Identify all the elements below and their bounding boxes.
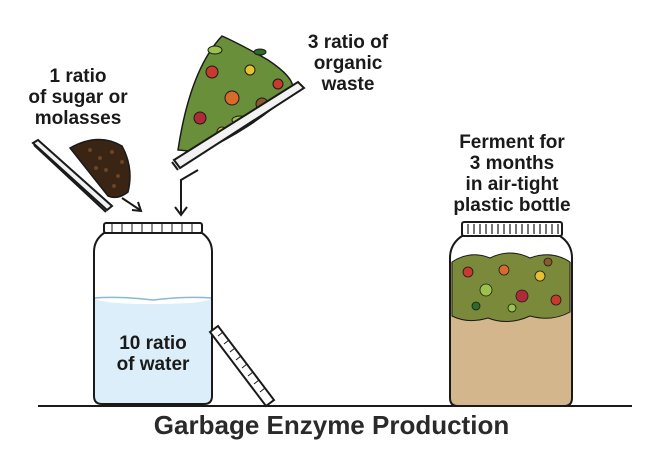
sugar-label: 1 ratio of sugar or molasses bbox=[18, 66, 138, 129]
ferment-label-line: 3 months bbox=[469, 153, 555, 174]
fermenting-waste-pieces bbox=[462, 257, 562, 313]
ferment-label-line: plastic bottle bbox=[453, 195, 571, 216]
water-jar bbox=[93, 222, 213, 405]
molasses-scoop bbox=[31, 138, 131, 213]
organic-waste-tray bbox=[171, 35, 306, 171]
organic-label-line: 3 ratio of bbox=[307, 32, 389, 53]
sugar-label-line: 1 ratio bbox=[49, 66, 107, 87]
ferment-label-line: Ferment for bbox=[459, 132, 565, 153]
water-label-line: of water bbox=[116, 354, 190, 375]
sugar-arrow bbox=[121, 197, 143, 213]
sugar-label-line: molasses bbox=[34, 108, 122, 129]
diagram-title: Garbage Enzyme Production bbox=[153, 410, 510, 440]
organic-label-line: waste bbox=[321, 74, 375, 95]
organic-label-line: organic bbox=[313, 53, 383, 74]
sugar-label-line: of sugar or bbox=[28, 87, 128, 108]
water-label: 10 ratio of water bbox=[98, 333, 208, 375]
water-label-line: 10 ratio bbox=[119, 333, 187, 354]
ferment-label-line: in air-tight bbox=[465, 174, 559, 195]
organic-arrow bbox=[174, 169, 199, 217]
ferment-label: Ferment for 3 months in air-tight plasti… bbox=[436, 132, 588, 216]
organic-label: 3 ratio of organic waste bbox=[282, 32, 414, 95]
fermentation-jar bbox=[449, 221, 573, 407]
stirring-stick bbox=[208, 324, 276, 408]
molasses-texture bbox=[88, 148, 124, 188]
